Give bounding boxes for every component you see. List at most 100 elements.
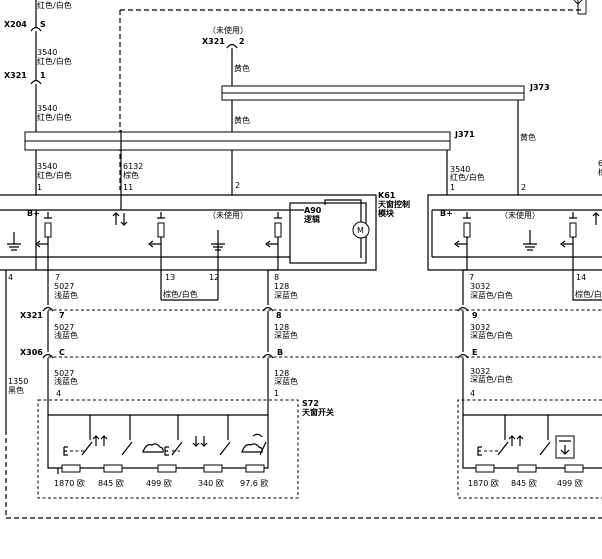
wire-3540-color-c: 红色/白色	[37, 170, 72, 180]
pin-8: 8	[274, 273, 279, 282]
connector-x321-symbol-left	[30, 79, 42, 85]
switch-s72: S72 天窗开关 4 1 1870 欧	[37, 389, 334, 499]
resistor-845: 845 欧	[98, 478, 124, 488]
wire-5027-color-c: 浅蓝色	[54, 376, 78, 386]
connector-x321-pin-left: 1	[40, 71, 46, 80]
wire-color-top: 红色/白色	[37, 0, 72, 10]
a90-name: 逻辑	[303, 214, 320, 224]
wire-1350-color: 黑色	[8, 385, 24, 395]
connector-x204-symbol	[30, 26, 42, 32]
wire-3540-number-right: 3540	[450, 165, 470, 174]
pin-1-right: 1	[450, 183, 455, 192]
module-k61-name-2: 模块	[378, 208, 395, 218]
svg-text:7: 7	[59, 311, 65, 320]
connector-x321-label-top: X321	[202, 37, 225, 46]
svg-text:J371: J371	[454, 130, 475, 139]
svg-text:6: 6	[598, 159, 602, 168]
wire-brown-white-left: 棕色/白色	[163, 289, 198, 299]
svg-text:E: E	[472, 348, 477, 357]
svg-text:B: B	[277, 348, 283, 357]
splice-j373: J373	[221, 83, 550, 101]
svg-text:8: 8	[276, 311, 282, 320]
wire-128-number-b: 128	[274, 323, 289, 332]
switch-s72-id: S72	[302, 399, 319, 408]
wire-3032-number-a: 3032	[470, 282, 490, 291]
wire-yellow-label-right: 黄色	[520, 132, 536, 142]
resistor-right-499: 499 欧	[557, 478, 583, 488]
pin-7-right: 7	[469, 273, 474, 282]
wire-3540-color-a: 红色/白色	[37, 56, 72, 66]
wire-128-color-c: 深蓝色	[274, 376, 298, 386]
pin-2-right: 2	[521, 183, 526, 192]
pin-1-left: 1	[37, 183, 42, 192]
pin-7-left: 7	[55, 273, 60, 282]
module-k61-id: K61	[378, 191, 396, 200]
wire-3032-color-a: 深蓝色/白色	[470, 290, 513, 300]
module-k61-name-1: 天窗控制	[378, 199, 410, 209]
pin-2-center: 2	[235, 181, 240, 190]
wire-1350-number: 1350	[8, 377, 28, 386]
module-k61-right-copy: B+ （未使用） 7 14 棕色/白色	[427, 194, 602, 301]
a90-id: A90	[304, 206, 322, 215]
b-plus-right: B+	[440, 209, 453, 218]
wire-3540-color-b: 红色/白色	[37, 112, 72, 122]
lower-wiring: 1350 黑色 棕色/白色 5027 浅蓝色 5027 浅蓝色 5027 浅蓝色…	[5, 269, 602, 430]
connector-x321-pin-top: 2	[239, 37, 245, 46]
wire-5027-number-b: 5027	[54, 323, 74, 332]
pin-12: 12	[209, 273, 219, 282]
wire-3032-number-b: 3032	[470, 323, 490, 332]
pin-4: 4	[8, 273, 13, 282]
switch-s72-name: 天窗开关	[302, 407, 334, 417]
svg-text:C: C	[59, 348, 65, 357]
switch-right-copy: 4 1870 欧 845 欧 499 欧	[457, 389, 602, 499]
wire-3032-color-b: 深蓝色/白色	[470, 330, 513, 340]
svg-text:9: 9	[472, 311, 478, 320]
resistor-right-1870: 1870 欧	[468, 478, 499, 488]
wire-3540-color-right: 红色/白色	[450, 172, 485, 182]
unused-label-top: （未使用）	[208, 25, 248, 35]
svg-text:4: 4	[470, 389, 475, 398]
wire-6132-number: 6132	[123, 162, 143, 171]
connector-x306-label: X306	[20, 348, 43, 357]
wire-128-number-a: 128	[274, 282, 289, 291]
switch-s72-pin1: 1	[274, 389, 279, 398]
wire-5027-number-c: 5027	[54, 369, 74, 378]
connector-x321-symbol-top	[226, 43, 238, 49]
pin-14: 14	[576, 273, 586, 282]
svg-text:棕: 棕	[598, 167, 602, 177]
resistor-499: 499 欧	[146, 478, 172, 488]
resistor-right-845: 845 欧	[511, 478, 537, 488]
resistor-1870: 1870 欧	[54, 478, 85, 488]
pin-11: 11	[123, 183, 133, 192]
motor-label: M	[357, 226, 364, 235]
wire-brown-white-right: 棕色/白色	[575, 289, 602, 299]
connector-x321-label-row: X321	[20, 311, 43, 320]
connector-x321-label-left: X321	[4, 71, 27, 80]
b-plus-left: B+	[27, 209, 40, 218]
unused-label-right-module: （未使用）	[500, 210, 540, 220]
wire-3540-number-b: 3540	[37, 104, 57, 113]
resistor-340: 340 欧	[198, 478, 224, 488]
unused-label-k61: （未使用）	[208, 210, 248, 220]
connector-x204-label: X204	[4, 20, 27, 29]
wire-3540-number-c: 3540	[37, 162, 57, 171]
connector-x204-pin: S	[40, 20, 46, 29]
splice-j371: J371	[24, 130, 475, 151]
wire-yellow-label-a: 黄色	[234, 63, 250, 73]
outer-boundary	[5, 0, 602, 519]
wire-5027-number-a: 5027	[54, 282, 74, 291]
switch-s72-pin4: 4	[56, 389, 61, 398]
wire-yellow-label-b: 黄色	[234, 115, 250, 125]
left-supply-wire: 红色/白色 X204 S 3540 红色/白色 X321 1 3540 红色/白…	[4, 0, 72, 195]
svg-text:J373: J373	[529, 83, 550, 92]
module-k61: K61 天窗控制 模块 A90 逻辑 M B+ （未使用）	[0, 191, 410, 300]
wire-3540-number-a: 3540	[37, 48, 57, 57]
wire-128-color-a: 深蓝色	[274, 290, 298, 300]
wire-6132-color: 棕色	[123, 170, 139, 180]
wire-128-color-b: 深蓝色	[274, 330, 298, 340]
wire-3032-number-c: 3032	[470, 367, 490, 376]
wire-5027-color-b: 浅蓝色	[54, 330, 78, 340]
resistor-97-6: 97.6 欧	[240, 478, 268, 488]
